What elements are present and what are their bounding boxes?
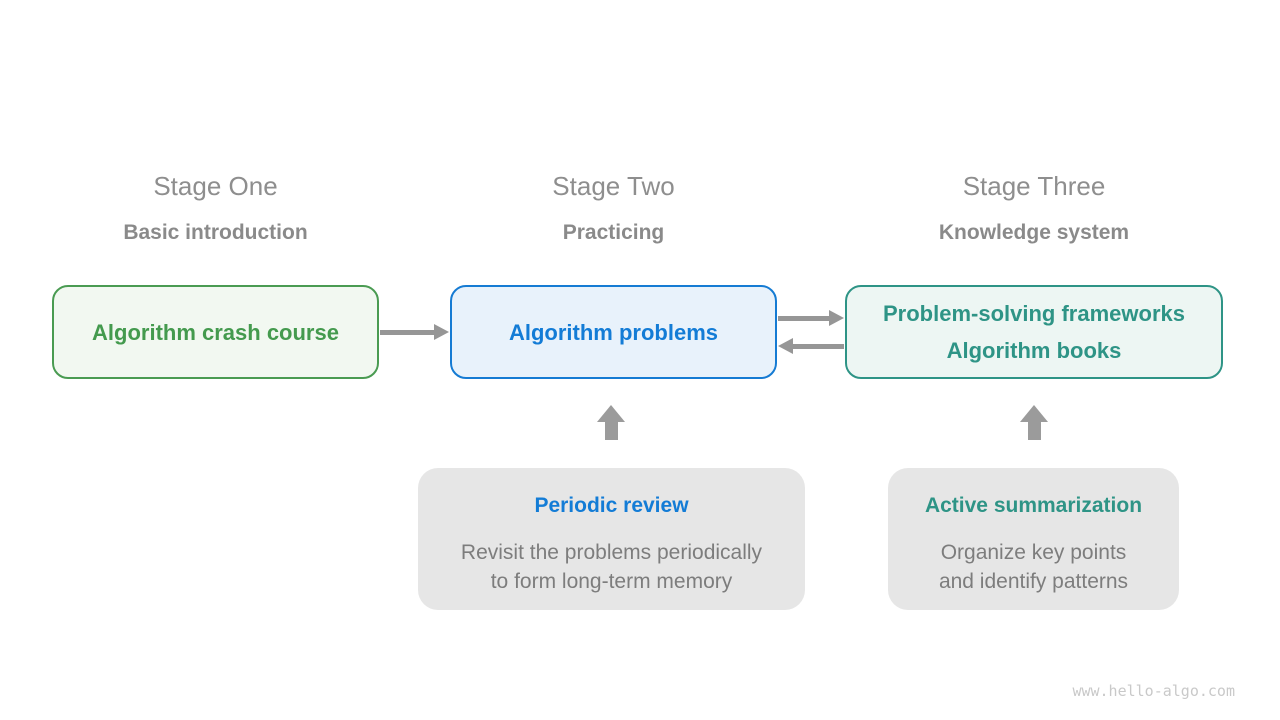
- arrow-right-icon: [778, 310, 844, 326]
- note-periodic-review: Periodic review Revisit the problems per…: [418, 468, 805, 610]
- stage-two-title: Stage Two: [552, 171, 675, 201]
- arrow-up-icon: [597, 405, 625, 440]
- note-title: Periodic review: [534, 494, 689, 517]
- arrow-shaft: [791, 343, 844, 349]
- arrow-right-icon: [380, 324, 449, 340]
- stage-box-label: Problem-solving frameworks: [883, 301, 1185, 326]
- arrow-up-icon: [1020, 405, 1048, 440]
- note-active-summarization: Active summarization Organize key points…: [888, 468, 1179, 610]
- arrow-head: [829, 310, 844, 326]
- note-description: Organize key points and identify pattern…: [888, 538, 1179, 596]
- stage-box-label: Algorithm problems: [508, 319, 718, 345]
- arrow-head: [597, 405, 625, 422]
- stage-box-crash-course: Algorithm crash course: [52, 285, 379, 379]
- stage-one-subtitle: Basic introduction: [123, 221, 308, 244]
- note-description-line: Organize key points: [940, 541, 1127, 564]
- watermark: www.hello-algo.com: [1072, 682, 1235, 700]
- stage-three-subtitle: Knowledge system: [938, 221, 1130, 244]
- arrow-shaft: [380, 329, 436, 335]
- stage-one-title: Stage One: [153, 171, 278, 201]
- note-description-line: to form long-term memory: [490, 570, 733, 593]
- note-description: Revisit the problems periodically to for…: [418, 538, 805, 596]
- arrow-shaft: [778, 315, 831, 321]
- stage-box-algorithm-problems: Algorithm problems: [450, 285, 777, 379]
- stage-box-knowledge-system: Problem-solving frameworks Algorithm boo…: [845, 285, 1223, 379]
- arrow-shaft: [604, 422, 618, 440]
- note-title: Active summarization: [924, 494, 1143, 517]
- stage-box-label: Algorithm crash course: [92, 319, 339, 345]
- note-description-line: and identify patterns: [938, 570, 1129, 593]
- stage-box-label: Algorithm books: [946, 338, 1122, 363]
- stage-two-subtitle: Practicing: [562, 221, 665, 244]
- stage-three-title: Stage Three: [962, 171, 1106, 201]
- arrow-head: [1020, 405, 1048, 422]
- arrow-shaft: [1027, 422, 1041, 440]
- arrow-head: [778, 338, 793, 354]
- arrow-left-icon: [778, 338, 844, 354]
- note-description-line: Revisit the problems periodically: [460, 541, 763, 564]
- arrow-head: [434, 324, 449, 340]
